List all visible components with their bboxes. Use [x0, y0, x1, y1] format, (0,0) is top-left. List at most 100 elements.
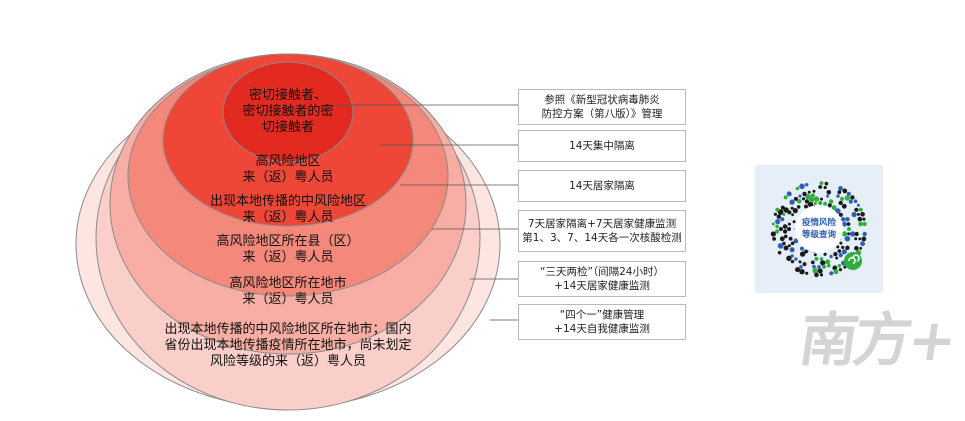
qr-dot [838, 212, 843, 217]
ring-label-high-risk-city: 高风险地区所在地市 来（返）粤人员 [229, 276, 347, 307]
qr-dot [779, 227, 783, 231]
qr-dot [854, 245, 859, 251]
qr-dot [775, 219, 781, 225]
qr-dot [774, 229, 780, 234]
qr-dot [827, 203, 832, 208]
qr-dot [820, 197, 823, 201]
qr-dot [793, 238, 799, 244]
qr-dot [853, 199, 858, 203]
qr-dot [862, 217, 866, 221]
qr-dot [796, 199, 802, 204]
qr-dot [770, 231, 776, 237]
qr-dot [840, 196, 845, 201]
qr-dot [782, 241, 786, 246]
qr-dot [854, 207, 859, 212]
qr-dot [789, 199, 795, 205]
qr-dot [805, 183, 809, 187]
qr-dot [857, 216, 863, 222]
qr-dot [854, 237, 858, 241]
qr-dot [802, 191, 807, 197]
qr-dot [824, 181, 829, 186]
qr-dot [856, 203, 860, 207]
qr-dot [837, 249, 842, 253]
qr-dot [804, 204, 808, 209]
qr-dot [775, 207, 780, 212]
qr-dot [819, 273, 824, 277]
qr-dot [837, 264, 842, 268]
qr-dot [858, 237, 862, 241]
qr-dot [827, 263, 831, 268]
qr-dot [786, 191, 792, 197]
qr-dot [856, 212, 860, 216]
qr-dot [821, 264, 827, 269]
qr-dot [841, 245, 845, 249]
qr-dot [792, 208, 798, 214]
qr-dot [859, 246, 863, 250]
qr-dot [782, 229, 788, 234]
qr-dot [799, 251, 806, 257]
qr-dot [846, 222, 851, 226]
ring-label-other-cities: 出现本地传播的中风险地区所在地市；国内 省份出现本地传播疫情所在地市，尚未划定 … [164, 322, 412, 369]
qr-dot [836, 245, 840, 249]
qr-dot [799, 265, 803, 269]
qr-dot [780, 205, 785, 210]
qr-dot [776, 214, 781, 219]
qr-center-line-2: 等级查询 [801, 229, 837, 240]
qr-dot [790, 259, 795, 264]
qr-dot [862, 221, 867, 227]
qr-dot [807, 190, 811, 194]
qr-dot [849, 231, 856, 237]
qr-dot [823, 201, 828, 206]
qr-dot [783, 207, 789, 213]
mini-program-icon [844, 252, 862, 270]
qr-dot [833, 252, 838, 257]
qr-dot [787, 244, 791, 248]
nanfang-watermark-logo: 南方+ [795, 306, 958, 374]
qr-dot [795, 186, 800, 191]
qr-dot [777, 209, 784, 215]
qr-dot [847, 232, 851, 236]
qr-dot [854, 231, 859, 237]
qr-dot [790, 241, 795, 246]
qr-dot [805, 194, 811, 200]
qr-dot [801, 197, 806, 201]
qr-dot [832, 265, 838, 271]
qr-dot [858, 221, 864, 227]
measure-box-centralized-quarantine: 14天集中隔离 [518, 130, 686, 162]
qr-dot [790, 254, 794, 258]
qr-center-line-1: 疫情风险 [802, 217, 837, 228]
qr-dot [786, 255, 792, 261]
qr-dot [860, 212, 865, 217]
qr-dot [799, 269, 805, 275]
qr-dot [829, 254, 833, 259]
qr-dot [812, 268, 819, 274]
qr-dot [798, 260, 802, 264]
qr-dot [772, 237, 776, 241]
qr-code-card[interactable]: 疫情风险 等级查询 [755, 165, 883, 293]
qr-dot [793, 196, 798, 201]
qr-dot [783, 245, 789, 251]
qr-dot [810, 193, 815, 198]
qr-dot [820, 260, 826, 266]
qr-dot [814, 256, 819, 261]
qr-dot [812, 264, 816, 269]
qr-dot [804, 199, 809, 204]
qr-dot [842, 221, 847, 227]
measure-box-home-quarantine: 14天居家隔离 [518, 170, 686, 202]
qr-dot [787, 222, 791, 226]
ring-label-high-risk-area: 高风险地区 来（返）粤人员 [242, 154, 334, 185]
qr-dot [784, 234, 788, 239]
qr-dot [844, 195, 850, 201]
qr-dot [839, 241, 843, 245]
qr-dot [814, 272, 819, 278]
qr-code[interactable]: 疫情风险 等级查询 [755, 165, 883, 293]
qr-dot [842, 188, 848, 194]
measure-box-protocol: 参照《新型冠状病毒肺炎 防控方案（第八版）》管理 [518, 89, 686, 125]
qr-dot [813, 196, 820, 202]
qr-dot [840, 217, 846, 222]
measure-box-three-day-two-tests: “三天两检”（间隔24小时） +14天居家健康监测 [518, 261, 686, 297]
qr-dot [848, 199, 853, 204]
qr-dot [771, 222, 775, 226]
ring-1-ellipse [222, 61, 354, 163]
